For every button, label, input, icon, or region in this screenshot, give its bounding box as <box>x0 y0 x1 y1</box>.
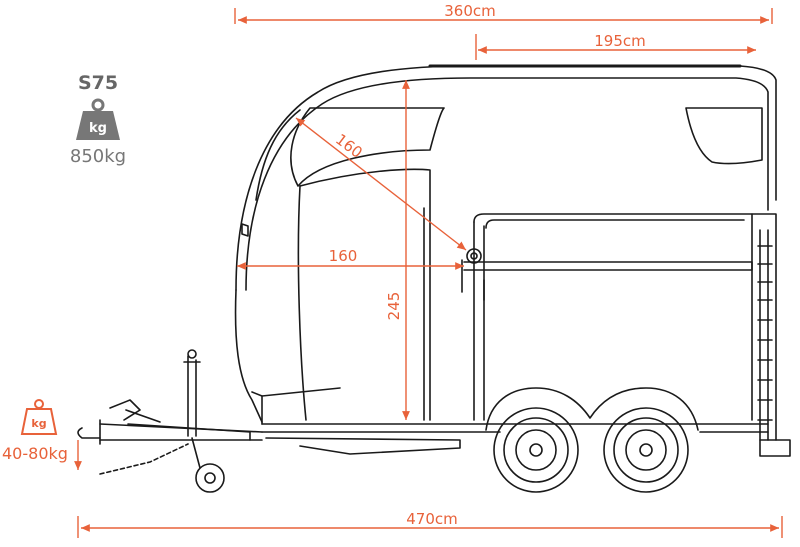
nose-weight-icon: kg <box>20 399 58 435</box>
nose-weight-icon-label: kg <box>31 417 46 430</box>
dim-inner-height: 245 <box>385 292 403 321</box>
dim-rear-section-length: 195cm <box>594 32 646 50</box>
weight-icon: kg <box>76 98 120 140</box>
nose-load-label: 40-80kg <box>2 444 68 463</box>
dim-inner-width: 160 <box>329 247 358 265</box>
trailer-outline <box>77 64 791 493</box>
dim-overall-length: 470cm <box>406 510 458 528</box>
weight-icon-label: kg <box>89 121 107 136</box>
unladen-weight: 850kg <box>69 146 127 167</box>
model-label: S75 <box>77 72 119 94</box>
dimension-lines <box>74 8 783 538</box>
dim-overall-body-length: 360cm <box>444 2 496 20</box>
